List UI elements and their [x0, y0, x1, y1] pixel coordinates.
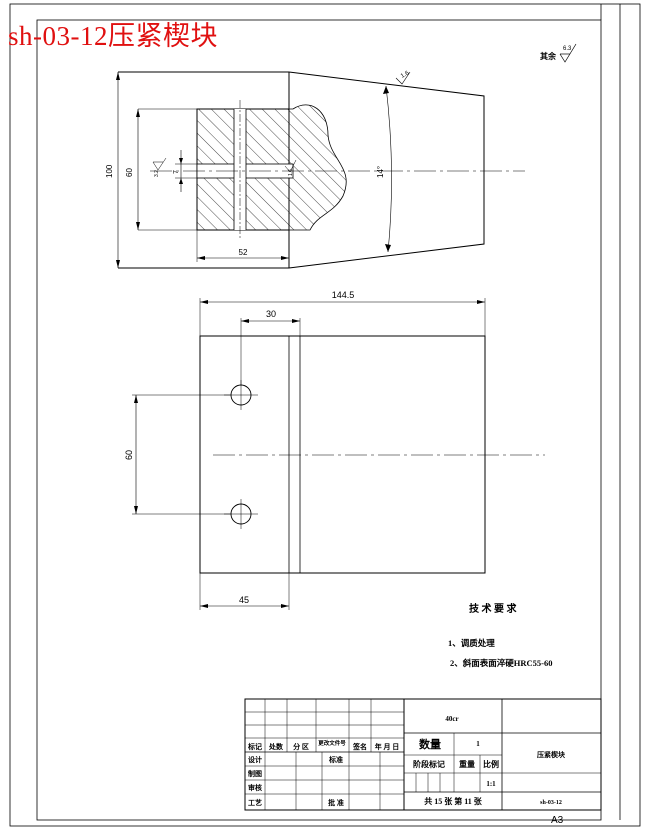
dim-1445: 144.5	[332, 290, 355, 300]
title-block	[244, 698, 602, 811]
part-name: 压紧楔块	[537, 750, 566, 759]
tech-item-1: 1、调质处理	[448, 638, 495, 648]
label-weight: 重量	[459, 759, 475, 769]
label-stage: 阶段标记	[413, 759, 445, 769]
label-approve: 批 准	[328, 798, 344, 807]
qty-value: 1	[476, 740, 480, 748]
inner-drawing-frame	[36, 19, 602, 821]
label-review: 审核	[248, 783, 262, 792]
label-scale: 比例	[483, 759, 499, 769]
drawing-title: sh-03-12压紧楔块	[8, 21, 218, 51]
label-process: 工艺	[248, 798, 262, 807]
roughness-32: 3.2	[154, 170, 160, 177]
title-block-text: 40cr 数量 1 压紧楔块 标记 处数 分 区 更改文件号 签名 年 月 日 …	[247, 715, 566, 807]
header-date: 年 月 日	[375, 742, 400, 751]
tech-requirements: 技 术 要 求 1、调质处理 2、斜面表面淬硬HRC55-60	[448, 602, 552, 668]
dim-60-top: 60	[124, 450, 134, 460]
material: 40cr	[445, 715, 458, 723]
dim-100: 100	[105, 164, 114, 178]
tech-heading: 技 术 要 求	[469, 602, 517, 615]
sheet-size: A3	[551, 815, 564, 826]
header-docno: 更改文件号	[318, 739, 346, 747]
dim-30: 30	[266, 309, 276, 319]
dim-45: 45	[239, 595, 249, 605]
front-view: 14° 1.6 1.6 100 60 7 3.2 5	[105, 70, 525, 269]
roughness-symbol: 其余 6.3	[540, 43, 577, 63]
outer-sheet-border	[9, 3, 641, 827]
header-zone: 分 区	[293, 742, 309, 751]
dim-60-front: 60	[125, 168, 134, 177]
scale-value: 1:1	[486, 780, 496, 788]
dim-52: 52	[239, 248, 248, 257]
qty-label: 数量	[419, 737, 441, 751]
sheet-count: 共 15 张 第 11 张	[424, 796, 483, 806]
top-view: 144.5 30 60 45	[124, 290, 545, 610]
roughness-value: 6.3	[563, 46, 572, 52]
label-standard: 标准	[328, 755, 343, 764]
top-view-outline	[199, 335, 486, 574]
drawing-code: sh-03-12	[540, 800, 562, 806]
dim-angle-14: 14°	[376, 166, 385, 178]
roughness-taper: 1.6	[400, 70, 411, 80]
header-mark: 标记	[247, 742, 262, 751]
header-count: 处数	[268, 742, 284, 751]
hole-section	[234, 109, 246, 230]
label-check: 制图	[248, 769, 262, 778]
wedge-taper	[288, 71, 485, 269]
roughness-slot: 1.6	[288, 169, 294, 176]
label-design: 设计	[248, 755, 262, 764]
roughness-label: 其余	[540, 51, 557, 61]
tech-item-2: 2、斜面表面淬硬HRC55-60	[450, 658, 552, 668]
dim-7: 7	[173, 170, 180, 174]
header-sign: 签名	[352, 742, 367, 751]
